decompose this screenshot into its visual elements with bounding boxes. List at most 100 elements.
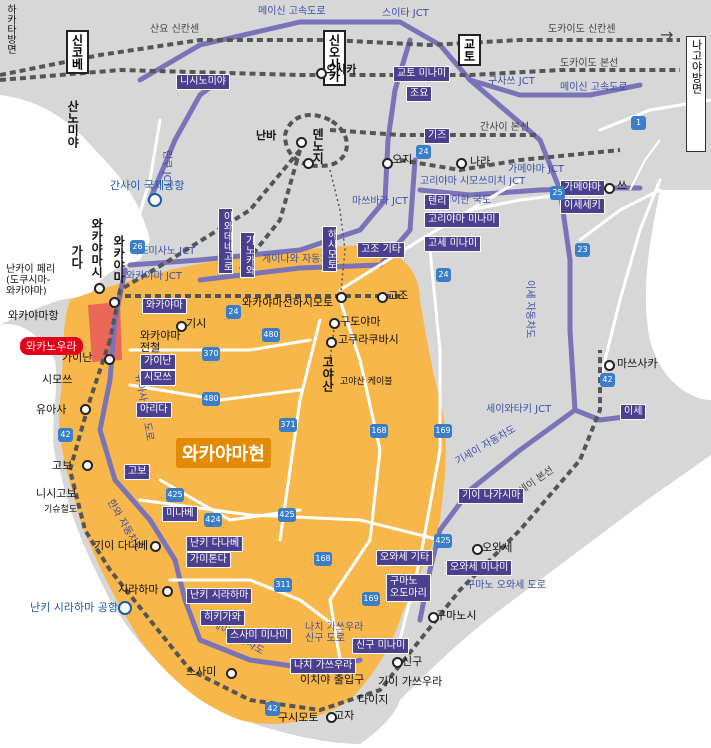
city-wakayama-port: 와카야마항 <box>8 309 59 322</box>
route-shield-24: 24 <box>416 145 431 159</box>
station-dot-kishi <box>176 321 187 332</box>
station-dot-oji <box>382 158 393 169</box>
route-shield-1: 1 <box>631 116 646 130</box>
station-dot-gobo <box>82 460 93 471</box>
expressway-kinki <box>127 37 413 268</box>
ic-hikigawa[interactable]: 히키가와 <box>200 610 245 626</box>
city-shin-kobe: 신코베 <box>66 30 89 74</box>
route-shield-42c: 42 <box>265 702 280 716</box>
ic-nanki-tanabe[interactable]: 난키 다나베 <box>186 536 244 552</box>
jct-suita: 스이타 JCT <box>382 8 429 19</box>
ic-kumano-odomari[interactable]: 구마노 오도마리 <box>386 574 431 602</box>
road-168 <box>328 298 382 662</box>
ic-iwade[interactable]: 이와데네고로 <box>218 208 233 274</box>
line-koyasan-cable <box>329 319 336 380</box>
ic-kainan[interactable]: 가이난 <box>140 354 176 370</box>
label-nankai-ferry: 난카이 페리 (도쿠시마- 와카야마) <box>6 264 56 297</box>
ic-ise-seki[interactable]: 이세세키 <box>560 198 605 214</box>
road-370 <box>128 338 312 352</box>
exp-label-meishin: 메이신 고속도로 <box>258 6 326 17</box>
ic-nanki-shirahama[interactable]: 난키 시라하마 <box>186 588 253 604</box>
city-tsu: 쓰 <box>617 179 628 192</box>
city-tennoji: 덴노지 <box>310 128 325 164</box>
station-dot-tanabe <box>150 541 161 552</box>
rail-label-tokaido-shinkansen: 도카이도 신칸센 <box>548 24 616 35</box>
ic-kyoto-minami[interactable]: 교토 미나미 <box>393 66 451 82</box>
ic-ichino-deguchi: 이치야 출입구 <box>300 673 365 686</box>
station-dot-kumano <box>428 612 439 623</box>
route-shield-425a: 425 <box>166 488 184 502</box>
direction-box-nagoya: 나고야방면 <box>686 36 706 152</box>
city-koyasan: 고야산 <box>320 356 335 392</box>
station-dot-tennoji <box>303 158 314 169</box>
ic-kii-nagashima[interactable]: 기이 나가시마 <box>458 488 525 504</box>
station-dot-hashimoto <box>336 292 347 303</box>
jct-izumisano: 이즈미사노 JCT <box>130 246 196 257</box>
ic-tenri[interactable]: 텐리 <box>424 194 451 210</box>
jct-kusatsu: 구사쓰 JCT <box>488 76 535 87</box>
exp-label-ise: 이세 자동차도 <box>524 280 535 339</box>
city-wakayama-st: 와카야마 <box>111 235 126 283</box>
ic-gojo-kita[interactable]: 고조 기타 <box>357 242 405 258</box>
ic-hashimoto[interactable]: 하시모토 <box>322 226 337 272</box>
city-gokurakubashi: 고쿠라쿠바시 <box>338 333 399 346</box>
ic-kamitonda[interactable]: 가미톤다 <box>186 552 231 568</box>
ic-joyo[interactable]: 조요 <box>406 86 433 102</box>
road-25 <box>468 193 562 212</box>
road-480 <box>128 383 302 402</box>
route-shield-25: 25 <box>550 186 565 200</box>
ic-minabe[interactable]: 미나베 <box>162 506 198 522</box>
sea-pacific <box>0 324 360 744</box>
station-dot-tsu <box>604 183 615 194</box>
station-dot-nara <box>456 158 467 169</box>
city-oji: 오지 <box>392 153 413 166</box>
city-namba: 난바 <box>256 129 277 142</box>
rail-osaka-loop <box>282 113 349 168</box>
shirahama-airport-marker <box>118 601 132 615</box>
city-osaka: 오사카 <box>326 63 357 76</box>
jct-rinku: 린쿠 JCT <box>161 150 172 188</box>
route-shield-371: 371 <box>279 418 297 432</box>
ic-arida[interactable]: 아리다 <box>136 402 172 418</box>
ic-gobo[interactable]: 고보 <box>124 464 151 480</box>
route-shield-425c: 425 <box>434 534 452 548</box>
ic-owase-kita[interactable]: 오와세 기타 <box>376 550 434 566</box>
prefecture-title: 와카야마현 <box>176 438 271 468</box>
city-owase: 오와세 <box>482 541 513 554</box>
line-kintetsu <box>329 169 346 301</box>
city-shin-osaka: 신오사카 <box>323 30 346 86</box>
station-dot-kainan <box>104 354 115 365</box>
city-shimotsu: 시모쓰 <box>42 373 73 386</box>
city-susami: 스사미 <box>186 665 217 678</box>
route-shield-24b: 24 <box>226 305 241 319</box>
city-shingu: 신구 <box>402 655 423 668</box>
label-wakayama-dentetsu: 와카야마 전철 <box>140 329 181 355</box>
city-kudoyama: 구도야마 <box>340 315 381 328</box>
ic-owase-minami[interactable]: 오와세 미나미 <box>446 560 513 576</box>
rail-kansai-to-nara <box>399 148 621 173</box>
ic-kinokawa[interactable]: 기노카와 <box>240 232 255 278</box>
ic-susami-minami[interactable]: 스사미 미나미 <box>226 628 293 644</box>
station-dot-wakayama <box>109 297 120 308</box>
station-dot-gokurakubashi <box>326 337 337 348</box>
ic-shingu-minami[interactable]: 신구 미나미 <box>352 638 410 654</box>
ic-nishinomiya[interactable]: 니시노미야 <box>176 74 230 90</box>
exp-label-meihan: 메이한 국도 <box>442 195 492 206</box>
ic-ise[interactable]: 이세 <box>620 404 647 420</box>
exp-label-keinawa: 게이나와 자동차도 <box>262 254 339 265</box>
ic-wakayama[interactable]: 와카야마 <box>142 298 187 314</box>
route-shield-42b: 42 <box>58 428 73 442</box>
ic-shimotsu[interactable]: 시모쓰 <box>140 370 176 386</box>
sea-osaka-bay <box>0 95 150 325</box>
ic-koriyama-minami[interactable]: 고리야마 미나미 <box>424 212 500 228</box>
route-shield-24c: 24 <box>436 268 451 282</box>
ic-kizu[interactable]: 기즈 <box>424 128 451 144</box>
city-koza: 고자 <box>334 709 355 722</box>
airport-shirahama: 난키 시라하마 공항 <box>30 601 118 614</box>
city-hashimoto: 와카야마선하시모토 <box>242 296 334 309</box>
ic-kameyama[interactable]: 가메야마 <box>560 180 605 196</box>
label-koyasan-cable: 고야산 케이블 <box>340 377 393 387</box>
ic-nachi-katsuura[interactable]: 나치 가쓰우라 <box>290 658 357 674</box>
ic-gose-minami[interactable]: 고세 미나미 <box>424 236 482 252</box>
